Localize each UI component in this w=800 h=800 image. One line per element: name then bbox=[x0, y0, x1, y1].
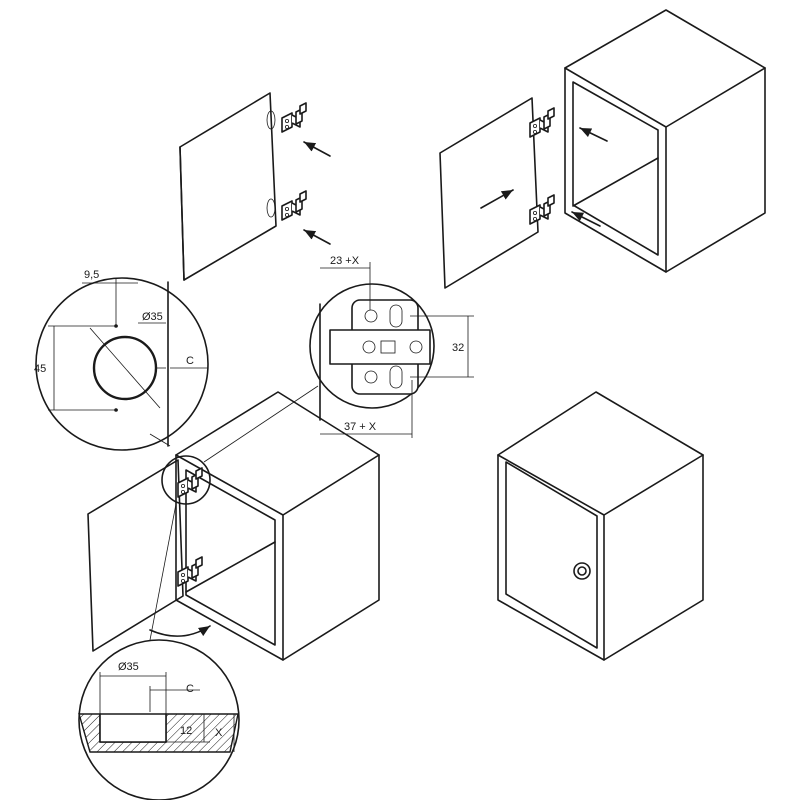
step3-open-cabinet bbox=[87, 385, 380, 661]
lock-inner bbox=[577, 566, 587, 576]
hinge-lower bbox=[281, 190, 307, 221]
adjust-screw bbox=[362, 340, 376, 354]
door3-panel bbox=[87, 459, 184, 652]
detail-drilling-circle: 9,5 45 Ø35 C bbox=[34, 269, 209, 451]
door-panel bbox=[439, 97, 539, 289]
detail-hinge-circle: 23 +X 37 + X 32 bbox=[309, 255, 474, 438]
dim-edge-label: C bbox=[186, 355, 194, 367]
step1-door-with-hinges bbox=[179, 92, 331, 281]
cup-pocket bbox=[99, 713, 167, 743]
cabinet-outline bbox=[564, 9, 766, 273]
plate-slot-1 bbox=[389, 304, 403, 328]
arrow-door-swing bbox=[149, 625, 211, 637]
section-thickness-label: X bbox=[215, 727, 223, 739]
hinge-dimension-lines bbox=[320, 262, 474, 438]
dim-height-label: 32 bbox=[452, 342, 464, 354]
plate-hole-1 bbox=[364, 309, 378, 323]
detail-section-circle: Ø35 C 12 X bbox=[78, 639, 240, 800]
dim-bottom-label: 37 + X bbox=[344, 421, 377, 433]
cabinet3-opening bbox=[185, 469, 276, 646]
hinge-upper-mounted bbox=[529, 107, 555, 138]
section-edge-label: C bbox=[186, 683, 194, 695]
hinge-arm bbox=[329, 329, 431, 365]
dim-offset-label: 9,5 bbox=[84, 269, 99, 281]
dimension-lines bbox=[48, 278, 208, 411]
cup-hole-lower bbox=[266, 198, 276, 218]
cabinet3-shelf bbox=[185, 541, 276, 593]
step2-attach-door-to-cabinet bbox=[439, 9, 766, 289]
cabinet4-edges bbox=[497, 454, 704, 661]
arrow-plate-upper bbox=[579, 127, 608, 142]
center-diagonal bbox=[89, 327, 161, 409]
fix-screw bbox=[409, 340, 423, 354]
cup-hole-upper bbox=[266, 110, 276, 130]
cabinet4-outline bbox=[497, 391, 704, 661]
arrow-plate-lower bbox=[571, 211, 601, 227]
hinge-upper bbox=[281, 102, 307, 133]
plate-hole-2 bbox=[364, 370, 378, 384]
door-edge bbox=[179, 146, 185, 281]
lock-outer bbox=[573, 562, 591, 580]
cabinet-shelf bbox=[572, 157, 659, 207]
section-cup-diameter-label: Ø35 bbox=[118, 661, 139, 673]
plate-slot-2 bbox=[389, 365, 403, 389]
callout-leader-3 bbox=[149, 503, 177, 641]
cabinet3-edges bbox=[175, 454, 380, 661]
dim-cup-diameter-label: Ø35 bbox=[142, 311, 163, 323]
section-dimension-lines bbox=[99, 672, 235, 752]
callout-leader-2 bbox=[203, 385, 319, 463]
arrow-insert-lower bbox=[303, 229, 331, 245]
hinge-lower-mounted bbox=[529, 194, 555, 225]
arm-window bbox=[380, 340, 396, 354]
cabinet-opening bbox=[572, 81, 659, 256]
dim-spacing-label: 45 bbox=[34, 363, 46, 375]
section-depth-label: 12 bbox=[180, 725, 192, 737]
step4-closed-cabinet bbox=[497, 391, 704, 661]
arrow-door-move bbox=[480, 189, 514, 209]
door-panel-front bbox=[179, 92, 277, 281]
callout-leader-1 bbox=[149, 433, 171, 447]
cabinet4-door bbox=[505, 461, 598, 649]
cabinet-edges bbox=[564, 67, 766, 273]
detail-callout-ring bbox=[161, 455, 211, 505]
arrow-insert-upper bbox=[303, 141, 331, 157]
dim-top-label: 23 +X bbox=[330, 255, 360, 267]
